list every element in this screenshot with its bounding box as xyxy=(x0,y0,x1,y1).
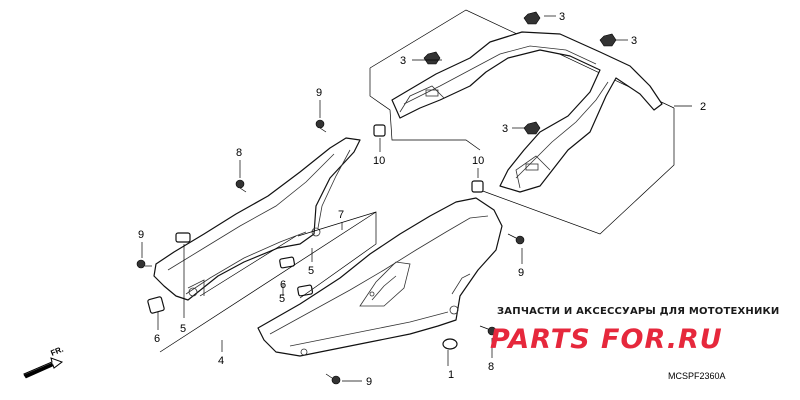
left-side-cover xyxy=(153,137,361,301)
nut-3-right xyxy=(599,33,617,47)
callout-6-left: 6 xyxy=(154,333,160,345)
callout-4: 4 xyxy=(218,355,224,367)
bolt-9-bottom xyxy=(325,373,341,385)
callout-3-right: 3 xyxy=(631,35,637,47)
cushion-1 xyxy=(442,338,458,350)
callout-3-left: 3 xyxy=(400,55,406,67)
callout-9-left: 9 xyxy=(138,229,144,241)
callout-1: 1 xyxy=(448,369,454,381)
watermark-tagline: ЗАПЧАСТИ И АКСЕССУАРЫ ДЛЯ МОТОТЕХНИКИ xyxy=(497,306,780,317)
leader-lines xyxy=(141,15,628,382)
bolt-9-right xyxy=(507,233,525,245)
callout-5-left: 5 xyxy=(180,323,186,335)
nut-3-middle xyxy=(523,121,541,135)
front-direction-label: FR. xyxy=(49,345,64,358)
callout-10-left: 10 xyxy=(373,155,385,167)
nut-3-left xyxy=(423,51,441,65)
bolt-9-top xyxy=(315,119,327,133)
callout-3-top: 3 xyxy=(559,11,565,23)
callout-8-bottom: 8 xyxy=(488,361,494,373)
callout-numbers: 1 2 3 3 3 3 4 5 5 5 6 6 7 8 8 9 9 9 9 10… xyxy=(138,11,706,388)
callout-2: 2 xyxy=(700,101,706,113)
fasteners xyxy=(136,11,617,385)
callout-3-middle: 3 xyxy=(502,123,508,135)
callout-9-right: 9 xyxy=(518,267,524,279)
clip-10-right xyxy=(471,180,484,193)
watermark: ЗАПЧАСТИ И АКСЕССУАРЫ ДЛЯ МОТОТЕХНИКИ PA… xyxy=(490,306,780,355)
nut-3-top xyxy=(523,11,541,25)
clip-10-left xyxy=(373,124,386,137)
drawing-code: MCSPF2360A xyxy=(668,371,726,381)
callout-6-right: 6 xyxy=(280,279,286,291)
grommet-5-left xyxy=(175,232,191,243)
callout-10-right: 10 xyxy=(472,155,484,167)
callout-5-right: 5 xyxy=(279,293,285,305)
grab-rail xyxy=(391,31,663,193)
band-6 xyxy=(147,296,165,314)
watermark-logo: PARTS FOR.RU xyxy=(490,324,723,355)
front-direction-arrow: FR. xyxy=(23,345,65,379)
callout-7: 7 xyxy=(338,209,344,221)
bolt-9-left xyxy=(136,259,152,269)
bolt-8-top xyxy=(235,179,247,193)
callout-5-middle: 5 xyxy=(308,265,314,277)
grommet-5-middle xyxy=(279,256,296,269)
callout-9-top: 9 xyxy=(316,87,322,99)
callout-9-bottom: 9 xyxy=(366,376,372,388)
right-side-cover xyxy=(257,197,503,357)
bolt-8-bottom xyxy=(479,325,497,336)
callout-8-top: 8 xyxy=(236,147,242,159)
small-parts xyxy=(147,124,484,350)
